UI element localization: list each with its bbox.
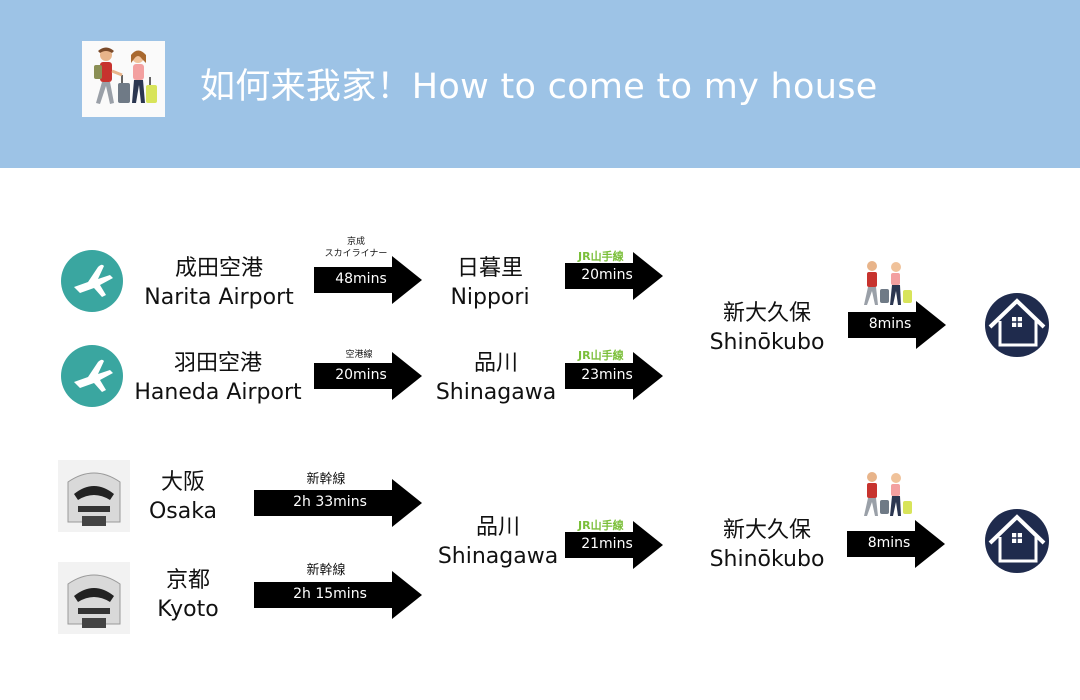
house-icon	[980, 291, 1054, 359]
arrow-shinokubo-house	[848, 301, 946, 353]
kyoto-label: 京都 Kyoto	[157, 568, 219, 622]
keisei-skyliner-label: 京成 スカイライナー	[324, 237, 388, 259]
jr-yamanote-label: JR山手線	[578, 250, 624, 263]
arrow-shinagawa-shinokubo-rail	[565, 521, 663, 573]
time-narita-nippori: 48mins	[335, 271, 387, 287]
shinkansen-label-osaka: 新幹線	[306, 472, 346, 487]
time-osaka-shinagawa: 2h 33mins	[293, 494, 367, 510]
travelers-icon	[854, 257, 916, 309]
shinkansen-icon	[58, 460, 130, 532]
jr-yamanote-label: JR山手線	[578, 349, 624, 362]
jr-yamanote-label: JR山手線	[578, 519, 624, 532]
header-banner: 如何来我家！How to come to my house	[0, 0, 1080, 168]
airplane-icon	[58, 342, 126, 410]
page-title: 如何来我家！How to come to my house	[200, 67, 878, 107]
shinokubo-rail-label: 新大久保 Shinōkubo	[709, 518, 825, 572]
time-haneda-shinagawa: 20mins	[335, 367, 387, 383]
arrow-shinagawa-shinokubo	[565, 352, 663, 404]
nippori-label: 日暮里 Nippori	[450, 256, 530, 310]
time-shinagawa-shinokubo-rail: 21mins	[581, 536, 633, 552]
walk-time-airport: 8mins	[868, 316, 912, 332]
narita-airport-label: 成田空港 Narita Airport	[144, 256, 294, 310]
travelers-icon	[82, 41, 165, 117]
time-shinagawa-shinokubo: 23mins	[581, 367, 633, 383]
arrow-nippori-shinokubo	[565, 252, 663, 304]
travelers-icon	[854, 468, 916, 520]
walk-time-rail: 8mins	[867, 535, 911, 551]
shinagawa-rail-label: 品川 Shinagawa	[437, 515, 559, 569]
arrow-shinokubo-house-rail	[847, 520, 945, 572]
haneda-airport-label: 羽田空港 Haneda Airport	[134, 351, 302, 405]
shinokubo-label: 新大久保 Shinōkubo	[709, 301, 825, 355]
osaka-label: 大阪 Osaka	[148, 470, 218, 524]
time-kyoto-shinagawa: 2h 15mins	[293, 586, 367, 602]
shinkansen-icon	[58, 562, 130, 634]
airport-line-label: 空港線	[345, 350, 373, 360]
arrow-narita-nippori	[314, 256, 422, 308]
shinagawa-label: 品川 Shinagawa	[435, 351, 557, 405]
house-icon	[980, 507, 1054, 575]
arrow-osaka-shinagawa	[254, 479, 422, 531]
arrow-haneda-shinagawa	[314, 352, 422, 404]
airplane-icon	[58, 247, 126, 315]
arrow-kyoto-shinagawa	[254, 571, 422, 623]
shinkansen-label-kyoto: 新幹線	[306, 563, 346, 578]
time-nippori-shinokubo: 20mins	[581, 267, 633, 283]
